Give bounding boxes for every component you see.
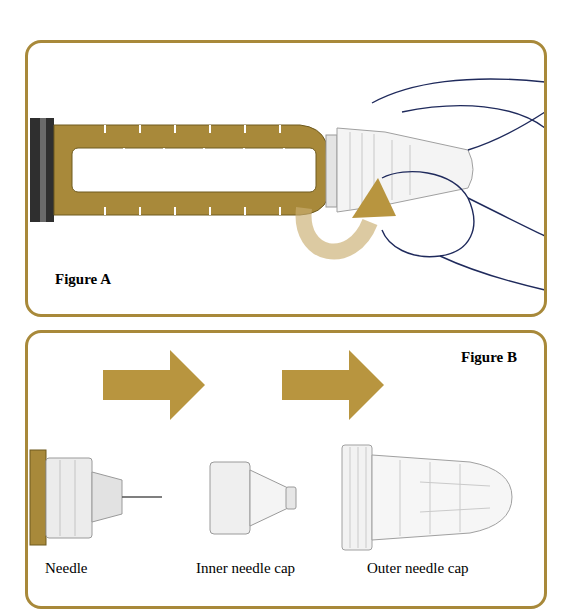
twist-arrow	[304, 178, 396, 252]
hand-outline	[372, 79, 545, 103]
pen-body	[54, 125, 328, 215]
inner-cap-cone	[250, 470, 288, 526]
needle-hub	[46, 458, 92, 538]
part-label: Needle	[45, 560, 87, 577]
pen-band	[30, 118, 54, 222]
hub-ribs	[60, 460, 75, 536]
outer-needle-cap	[342, 445, 512, 550]
needle	[122, 496, 162, 498]
sequence-arrows	[103, 350, 384, 420]
needle-assembly	[30, 450, 162, 545]
twist-arrow-head	[352, 178, 396, 218]
pen-ticks	[105, 125, 284, 215]
figure-title: Figure B	[461, 349, 517, 366]
hand	[372, 79, 545, 290]
outer-cap-on-pen	[337, 128, 473, 212]
hand-outline	[440, 256, 545, 290]
part-label: Outer needle cap	[367, 560, 469, 577]
inner-cap-tip	[286, 487, 296, 509]
hand-outline	[468, 112, 545, 150]
thumb-outline	[382, 172, 474, 257]
figure-title: Figure A	[55, 271, 111, 288]
outer-cap-body	[372, 455, 512, 540]
inner-cap-base	[210, 462, 250, 534]
hand-outline	[468, 198, 545, 236]
outer-cap-flange	[342, 445, 372, 550]
pen-window	[72, 148, 316, 192]
pen-band-stripe	[40, 118, 46, 222]
pen-collar	[326, 135, 337, 207]
outer-cap-ribs	[350, 447, 490, 548]
pen-end	[30, 450, 46, 545]
pen	[30, 118, 473, 222]
step-arrow	[103, 350, 205, 420]
figure-panel: Figure A	[25, 40, 547, 317]
step-arrow	[282, 350, 384, 420]
part-label: Inner needle cap	[196, 560, 295, 577]
needle-hub-front	[92, 472, 122, 522]
inner-needle-cap	[210, 462, 296, 534]
